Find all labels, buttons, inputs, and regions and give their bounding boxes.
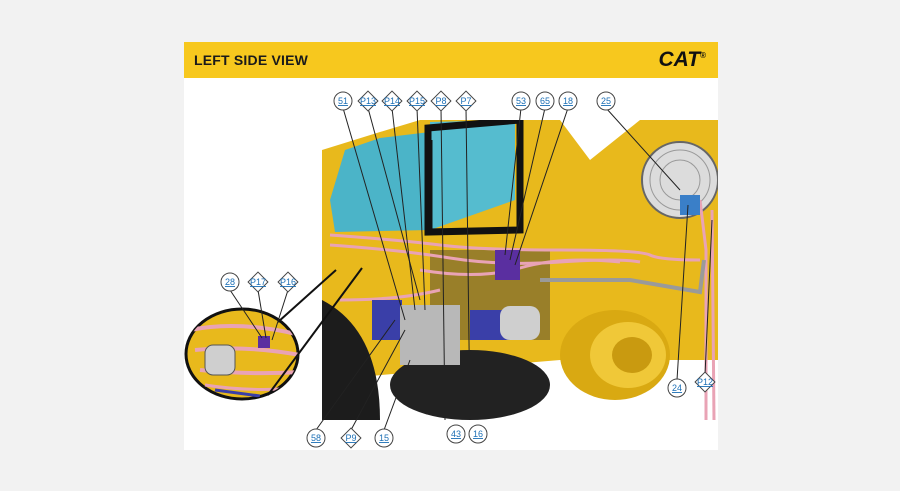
svg-text:P17: P17 [250,277,266,287]
callout-p15[interactable]: P15 [406,90,428,112]
svg-text:P9: P9 [345,433,356,443]
callout-p8[interactable]: P8 [430,90,452,112]
callout-28[interactable]: 28 [220,272,240,292]
svg-text:43: 43 [451,429,461,439]
svg-text:P12: P12 [697,377,713,387]
svg-text:P8: P8 [435,96,446,106]
callout-25[interactable]: 25 [596,91,616,111]
svg-text:58: 58 [311,433,321,443]
svg-text:P14: P14 [384,96,400,106]
callout-58[interactable]: 58 [306,428,326,448]
front-tire [322,300,380,420]
callout-53[interactable]: 53 [511,91,531,111]
callout-16[interactable]: 16 [468,424,488,444]
svg-text:P13: P13 [360,96,376,106]
loader-illustration [322,120,718,420]
valve-block [495,250,520,280]
callout-p14[interactable]: P14 [381,90,403,112]
svg-text:P15: P15 [409,96,425,106]
callout-p9[interactable]: P9 [340,427,362,449]
svg-text:65: 65 [540,96,550,106]
cab-window-right [430,120,515,230]
registered-mark: ® [700,51,706,60]
callout-p16[interactable]: P16 [277,271,299,293]
svg-text:25: 25 [601,96,611,106]
svg-text:53: 53 [516,96,526,106]
callout-15[interactable]: 15 [374,428,394,448]
callout-18[interactable]: 18 [558,91,578,111]
svg-text:24: 24 [672,383,682,393]
svg-text:P16: P16 [280,277,296,287]
callout-43[interactable]: 43 [446,424,466,444]
callout-p12[interactable]: P12 [694,371,716,393]
header-bar: LEFT SIDE VIEW CAT® [184,42,718,78]
inset-detail [184,267,363,401]
callout-24[interactable]: 24 [667,378,687,398]
logo-text: CAT [658,48,701,71]
callout-p17[interactable]: P17 [247,271,269,293]
page-title: LEFT SIDE VIEW [194,52,309,68]
svg-text:15: 15 [379,433,389,443]
svg-text:16: 16 [473,429,483,439]
callout-51[interactable]: 51 [333,91,353,111]
cat-logo: CAT® [658,48,706,72]
callout-65[interactable]: 65 [535,91,555,111]
leader-lines [229,107,713,431]
svg-text:18: 18 [563,96,573,106]
svg-text:51: 51 [338,96,348,106]
svg-text:P7: P7 [460,96,471,106]
gray-pump [400,305,460,365]
callout-p7[interactable]: P7 [455,90,477,112]
callout-p13[interactable]: P13 [357,90,379,112]
cab-window-left [330,132,430,232]
blue-pump [372,300,402,340]
svg-text:28: 28 [225,277,235,287]
